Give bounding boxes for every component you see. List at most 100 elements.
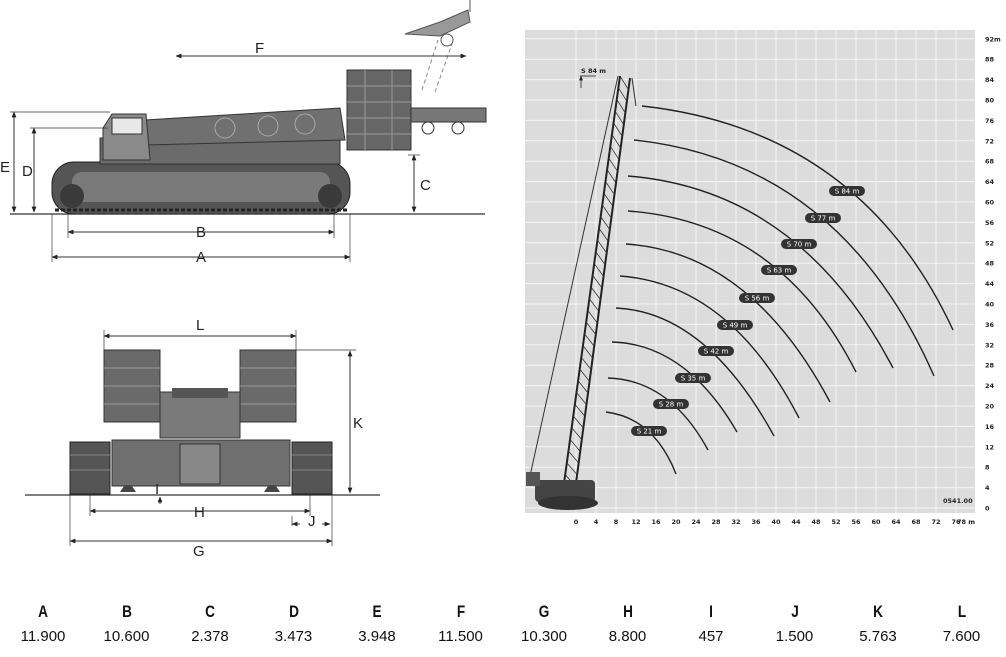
boom-length-badge — [739, 293, 775, 303]
y-tick-label: 84 — [985, 76, 995, 84]
y-tick-label: 88 — [985, 56, 995, 64]
dim-label-l: L — [196, 317, 204, 334]
x-tick-label: 4 — [594, 518, 599, 526]
y-tick-label: 92m — [985, 35, 1001, 43]
x-tick-label: 78 m — [957, 518, 975, 526]
table-value: 7.600 — [942, 628, 981, 645]
dim-label-k: K — [353, 415, 363, 432]
x-tick-label: 24 — [691, 518, 701, 526]
table-value: 11.900 — [20, 628, 66, 645]
range-curve — [641, 105, 954, 331]
y-tick-label: 48 — [985, 260, 995, 268]
chart-code: 0541.00 — [943, 497, 973, 505]
table-value: 3.948 — [358, 628, 396, 645]
table-value: 8.800 — [608, 628, 647, 645]
boom-length-label: S 63 m — [767, 267, 792, 275]
boom-length-label: S 21 m — [637, 428, 662, 436]
table-key: A — [38, 602, 48, 621]
x-tick-label: 64 — [891, 518, 901, 526]
table-value: 457 — [698, 628, 724, 645]
y-tick-label: 72 — [985, 137, 994, 145]
range-curve — [611, 341, 738, 433]
y-tick-label: 16 — [985, 423, 995, 431]
boom-length-label: S 35 m — [681, 375, 706, 383]
x-tick-label: 60 — [871, 518, 881, 526]
boom-length-badge — [761, 265, 797, 275]
table-key: I — [709, 602, 713, 621]
x-tick-label: 44 — [791, 518, 801, 526]
boom-length-badge — [698, 346, 734, 356]
y-tick-label: 4 — [985, 484, 990, 492]
x-tick-label: 20 — [671, 518, 681, 526]
x-tick-label: 40 — [771, 518, 781, 526]
y-tick-label: 64 — [985, 178, 995, 186]
range-curve — [619, 275, 800, 419]
x-tick-label: 52 — [831, 518, 840, 526]
table-value: 11.500 — [438, 628, 483, 645]
y-tick-label: 68 — [985, 158, 995, 166]
x-tick-label: 8 — [614, 518, 619, 526]
table-key: D — [288, 602, 299, 621]
x-tick-label: 12 — [631, 518, 640, 526]
y-tick-label: 80 — [985, 97, 995, 105]
y-tick-label: 20 — [985, 403, 995, 411]
table-value: 10.300 — [521, 628, 567, 645]
x-tick-label: 36 — [751, 518, 761, 526]
y-tick-label: 76 — [985, 117, 995, 125]
x-tick-label: 16 — [651, 518, 661, 526]
dim-label-a: A — [196, 249, 206, 266]
y-tick-label: 12 — [985, 443, 994, 451]
crane-boom — [526, 75, 637, 510]
boom-length-badge — [781, 239, 817, 249]
dim-label-c: C — [420, 177, 431, 194]
y-tick-label: 56 — [985, 219, 995, 227]
dim-label-b: B — [196, 224, 206, 241]
x-tick-label: 68 — [911, 518, 921, 526]
x-tick-label: 48 — [811, 518, 821, 526]
boom-length-label: S 84 m — [835, 188, 860, 196]
x-tick-label: 28 — [711, 518, 721, 526]
y-tick-label: 52 — [985, 239, 994, 247]
table-value: 10.600 — [103, 628, 150, 645]
x-tick-label: 0 — [574, 518, 579, 526]
range-curve — [615, 307, 775, 437]
boom-length-label: S 42 m — [704, 348, 729, 356]
boom-length-label: S 28 m — [659, 401, 684, 409]
table-key: G — [538, 602, 550, 621]
dim-label-h: H — [194, 504, 205, 521]
table-key: K — [873, 602, 883, 621]
y-tick-label: 28 — [985, 362, 995, 370]
table-key: B — [121, 602, 132, 621]
boom-length-badge — [631, 426, 667, 436]
x-tick-label: 32 — [731, 518, 740, 526]
table-key: F — [456, 602, 465, 621]
boom-length-badge — [829, 186, 865, 196]
side-view: F E D C B A — [0, 0, 487, 266]
range-curve — [633, 139, 935, 377]
working-range-chart: 0481216202428323640444852566064687276808… — [525, 30, 1001, 526]
y-tick-label: 32 — [985, 341, 994, 349]
boom-length-label: S 56 m — [745, 295, 770, 303]
table-value: 2.378 — [191, 628, 229, 645]
boom-length-label: S 70 m — [787, 241, 812, 249]
table-key: H — [622, 602, 633, 621]
y-tick-label: 8 — [985, 464, 990, 472]
boom-length-badge — [653, 399, 689, 409]
y-tick-label: 40 — [985, 301, 995, 309]
dim-label-e: E — [0, 159, 10, 176]
dim-label-g: G — [193, 543, 205, 560]
y-tick-label: 44 — [985, 280, 995, 288]
table-key: J — [790, 602, 799, 621]
range-curve — [607, 377, 709, 451]
y-tick-label: 24 — [985, 382, 995, 390]
dim-label-j: J — [308, 513, 316, 530]
front-view: L K I H J G — [25, 317, 380, 560]
boom-length-badge — [717, 320, 753, 330]
boom-length-badge — [675, 373, 711, 383]
boom-length-badge — [805, 213, 841, 223]
range-curve — [625, 243, 831, 403]
x-tick-label: 56 — [851, 518, 861, 526]
range-curve — [627, 175, 894, 369]
